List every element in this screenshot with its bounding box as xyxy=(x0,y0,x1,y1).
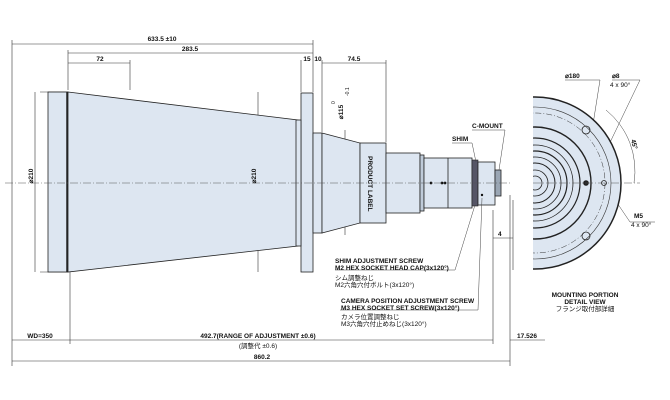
front-barrel xyxy=(47,91,69,273)
dim-tol-lower: -0.1 xyxy=(345,87,351,96)
dim-tol-upper: 0 xyxy=(331,101,337,104)
product-label: PRODUCT LABEL xyxy=(366,156,373,212)
dim-rear-length: 74.5 xyxy=(348,56,361,63)
detail-pcd: ⌀180 xyxy=(565,73,580,80)
shim-screw-jp: シム調整ねじ xyxy=(335,273,374,282)
dim-overall-lens: 633.5 ±10 xyxy=(148,36,177,43)
c-mount-label: C-MOUNT xyxy=(472,123,503,130)
dim-cone-length: 283.5 xyxy=(182,46,199,53)
dim-adjust-range-jp: (調整代 ±0.6) xyxy=(239,341,277,350)
dim-working-distance: WD=350 xyxy=(27,333,53,340)
shim-screw-jp-spec: M2六角穴付ボルト(3x120°) xyxy=(335,280,414,289)
detail-title: MOUNTING PORTION xyxy=(552,292,619,299)
dim-flange-gap: 10 xyxy=(314,56,322,63)
detail-subtitle: DETAIL VIEW xyxy=(564,299,606,306)
leader-lines xyxy=(335,79,655,311)
detail-hole: ⌀8 xyxy=(612,73,620,80)
dim-front-length: 72 xyxy=(96,56,104,63)
dim-flange: 15 xyxy=(303,56,311,63)
detail-angle: 45° xyxy=(629,138,639,150)
dim-total: 860.2 xyxy=(254,354,271,361)
detail-thread: M5 xyxy=(634,213,643,220)
dim-cone-diameter: ⌀210 xyxy=(251,168,258,183)
detail-thread-count: 4 x 90° xyxy=(631,221,652,229)
dim-front-diameter: ⌀210 xyxy=(28,168,35,183)
shim-screw-spec: M2 HEX SOCKET HEAD CAP(3x120°) xyxy=(335,264,449,272)
dim-flange-back: 17.526 xyxy=(517,333,537,340)
camera-screw-spec: M3 HEX SOCKET SET SCREW(3x120°) xyxy=(341,304,460,312)
detail-hole-count: 4 x 90° xyxy=(610,81,631,89)
camera-screw-jp-spec: M3六角穴付止めねじ(3x120°) xyxy=(341,319,427,328)
camera-screw-title: CAMERA POSITION ADJUSTMENT SCREW xyxy=(341,298,475,305)
dim-mount-diameter: ⌀115 xyxy=(338,104,345,119)
cone-barrel xyxy=(67,91,299,273)
mounting-detail-view xyxy=(533,96,640,270)
camera-screw-jp: カメラ位置調整ねじ xyxy=(341,312,400,321)
lens-body xyxy=(5,91,510,273)
dim-cmount-offset: 4 xyxy=(498,231,502,238)
detail-title-jp: フランジ取付部詳細 xyxy=(556,304,615,313)
extension-lines xyxy=(11,40,514,366)
shim-label: SHIM xyxy=(452,136,468,143)
shim-screw-title: SHIM ADJUSTMENT SCREW xyxy=(335,258,424,265)
dim-adjust-range: 492.7(RANGE OF ADJUSTMENT ±0.6) xyxy=(200,333,315,340)
flange xyxy=(300,92,314,273)
